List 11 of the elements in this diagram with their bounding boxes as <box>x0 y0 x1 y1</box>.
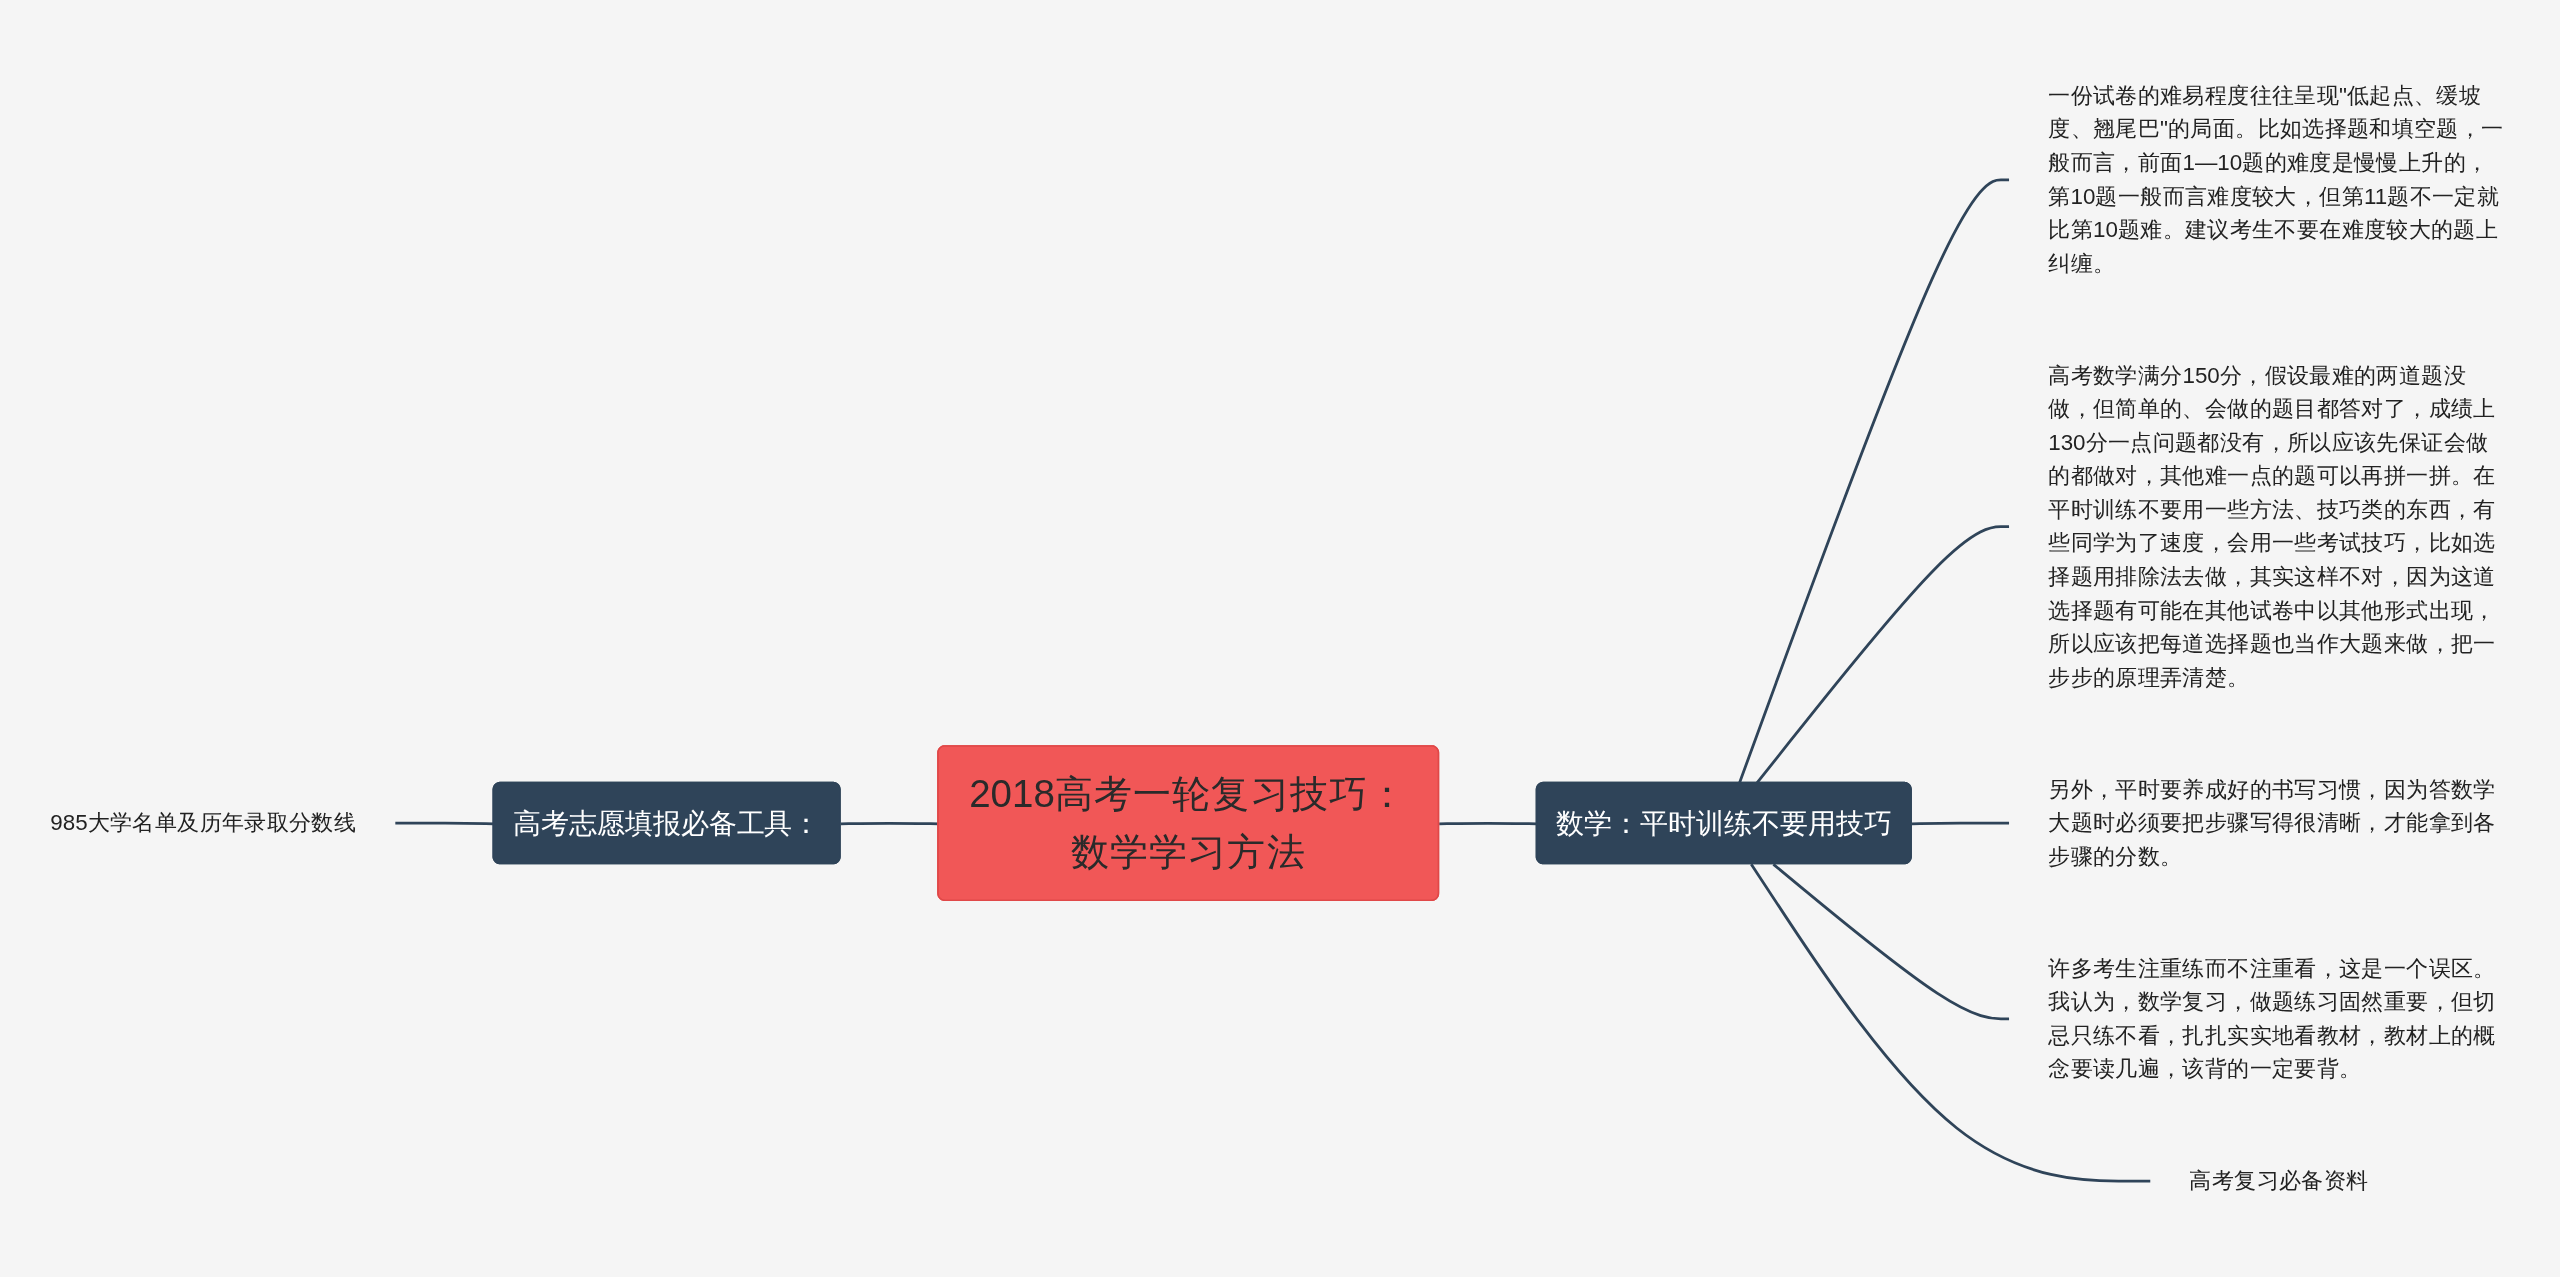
connector <box>1738 178 2010 784</box>
node-text: 高考数学满分150分，假设最难的两道题没做，但简单的、会做的题目都答对了，成绩上130分一点问题都没有，所以应该先保证会做的都做对，其他难一点的题可以再拼一拼。在平时训练不要用一些方法、技巧类的东西，有些同学为了速度，会用一些考试技巧，比如选择题用排除法去做，其实这样不对，因为这道选择题有可能在其他试卷中以其他形式出现，所以应该把每道选择题也当作大题来做，把一步步的原理弄清楚。 <box>2048 363 2496 689</box>
connector <box>1772 863 2010 1021</box>
node-text: 许多考生注重练而不注重看，这是一个误区。我认为，数学复习，做题练习固然重要，但切忌只练不看，扎扎实实地看教材，教材上的概念要读几遍，该背的一定要背。 <box>2048 955 2496 1081</box>
connector <box>1911 821 2010 826</box>
node-text: 高考复习必备资料 <box>2189 1168 2369 1193</box>
connector <box>395 821 494 826</box>
node-text: 985大学名单及历年录取分数线 <box>50 810 357 835</box>
node-text: 另外，平时要养成好的书写习惯，因为答数学大题时必须要把步骤写得很清晰，才能拿到各步骤的分数。 <box>2048 776 2496 868</box>
node-text: 一份试卷的难易程度往往呈现"低起点、缓坡度、翘尾巴"的局面。比如选择题和填空题，一般而言，前面1—10题的难度是慢慢上升的，第10题一般而言难度较大，但第11题不一定就比第10题难。建议考生不要在难度较大的题上纠缠。 <box>2048 83 2504 275</box>
connector <box>1750 863 2151 1183</box>
